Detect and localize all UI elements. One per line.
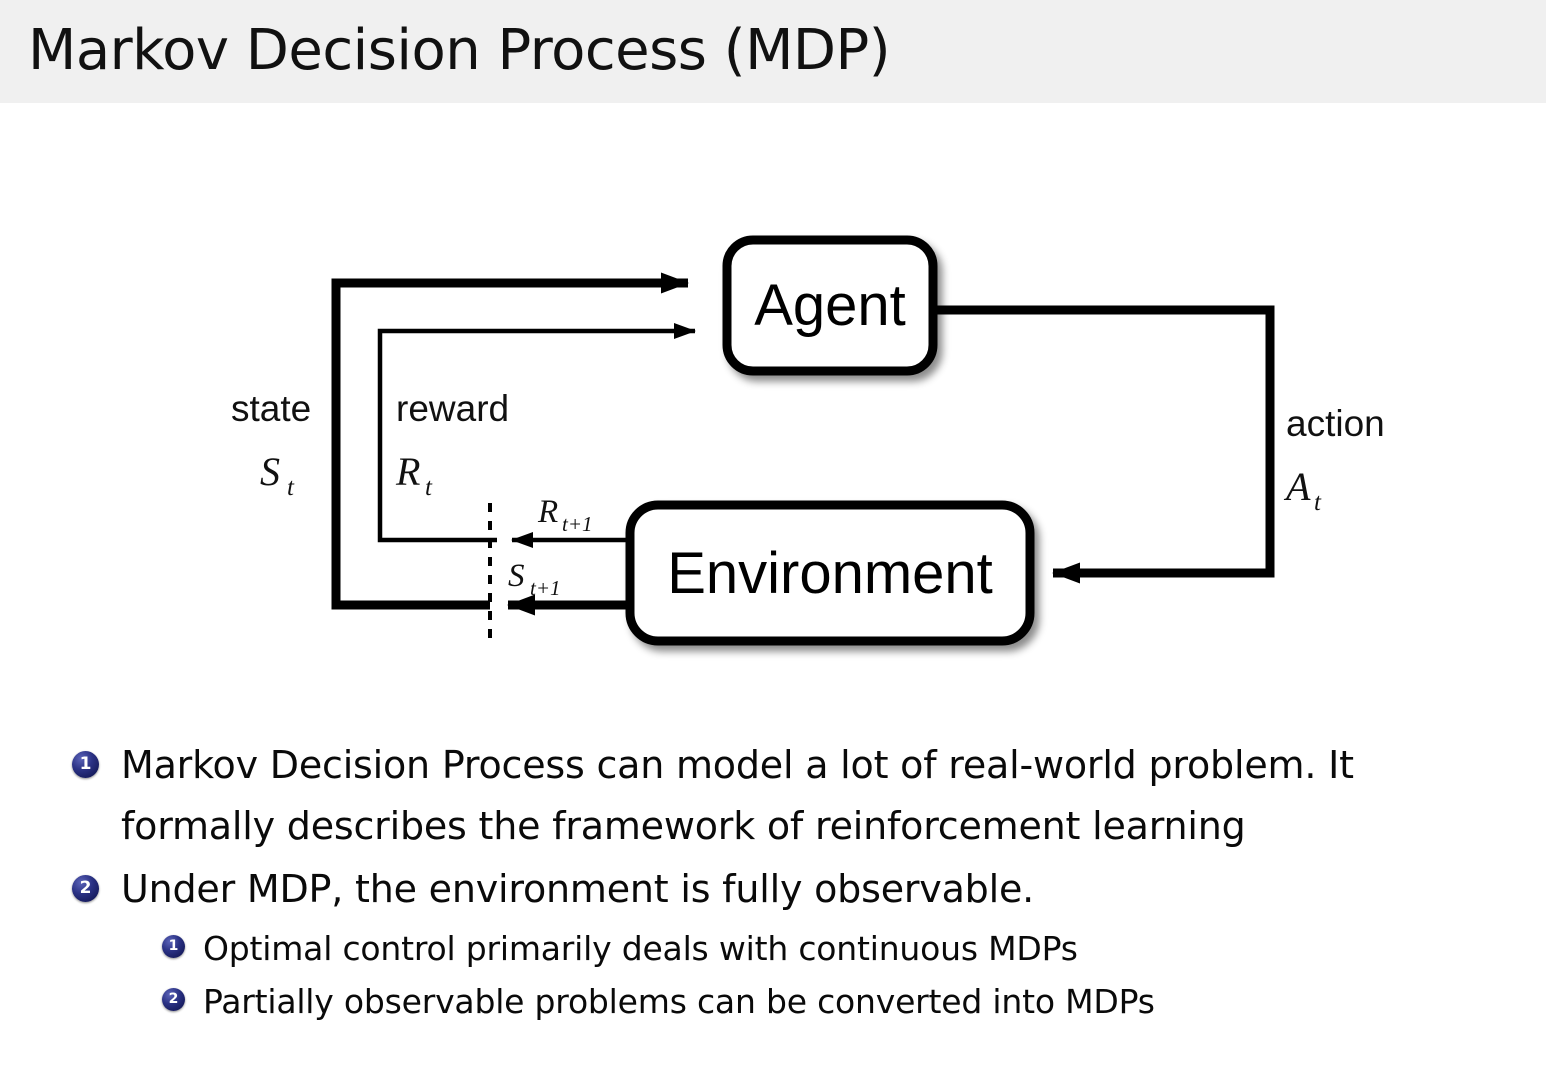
label-next-state-symbol: S <box>508 558 525 594</box>
bullet-marker-1: 1 <box>72 751 99 778</box>
sub-bullet-text: Optimal control primarily deals with con… <box>203 929 1078 968</box>
label-next-state: S t+1 <box>508 558 561 600</box>
bullet-text: Under MDP, the environment is fully obse… <box>121 859 1034 920</box>
label-action-symbol: A <box>1283 464 1311 509</box>
label-action-word: action <box>1286 403 1385 444</box>
label-state-symbol: S <box>260 449 280 494</box>
bullet-line: Under MDP, the environment is fully obse… <box>121 867 1035 911</box>
label-next-reward-subscript: t+1 <box>562 512 593 536</box>
label-action: action A t <box>1283 403 1385 516</box>
label-action-subscript: t <box>1314 489 1322 516</box>
bullet-line: formally describes the framework of rein… <box>121 804 1246 848</box>
list-item[interactable]: 1 Markov Decision Process can model a lo… <box>0 735 1546 857</box>
sub-bullet-text: Partially observable problems can be con… <box>203 982 1155 1021</box>
label-state-subscript: t <box>287 474 295 501</box>
list-item[interactable]: 2 Under MDP, the environment is fully ob… <box>0 859 1546 920</box>
label-reward-subscript: t <box>425 474 433 501</box>
sub-list-item[interactable]: 2 Partially observable problems can be c… <box>0 975 1546 1028</box>
label-next-reward-symbol: R <box>537 494 558 530</box>
bullet-marker-2: 2 <box>72 875 99 902</box>
edge-state-to-agent <box>331 272 689 610</box>
slide-header: Markov Decision Process (MDP) <box>0 0 1546 103</box>
label-reward: reward R t <box>395 388 509 501</box>
environment-node-label: Environment <box>667 541 993 606</box>
label-state-word: state <box>231 388 311 429</box>
bullet-line: Markov Decision Process can model a lot … <box>121 743 1354 787</box>
page-title: Markov Decision Process (MDP) <box>28 18 891 83</box>
agent-node[interactable]: Agent <box>722 235 938 376</box>
edge-action-to-environment <box>932 305 1275 584</box>
label-next-state-subscript: t+1 <box>530 576 561 600</box>
bullet-text: Markov Decision Process can model a lot … <box>121 735 1354 857</box>
bullet-list: 1 Markov Decision Process can model a lo… <box>0 735 1546 1028</box>
sub-list-item[interactable]: 1 Optimal control primarily deals with c… <box>0 922 1546 975</box>
label-state: state S t <box>231 388 311 501</box>
mdp-diagram: Agent Environment state S t reward R t a… <box>0 103 1546 693</box>
environment-node[interactable]: Environment <box>625 500 1035 646</box>
edge-reward-to-agent <box>377 323 696 543</box>
agent-node-label: Agent <box>754 273 906 338</box>
label-next-reward: R t+1 <box>537 494 593 536</box>
sub-bullet-marker-1: 1 <box>162 935 185 958</box>
label-reward-symbol: R <box>395 449 420 494</box>
sub-bullet-marker-2: 2 <box>162 988 185 1011</box>
label-reward-word: reward <box>396 388 509 429</box>
